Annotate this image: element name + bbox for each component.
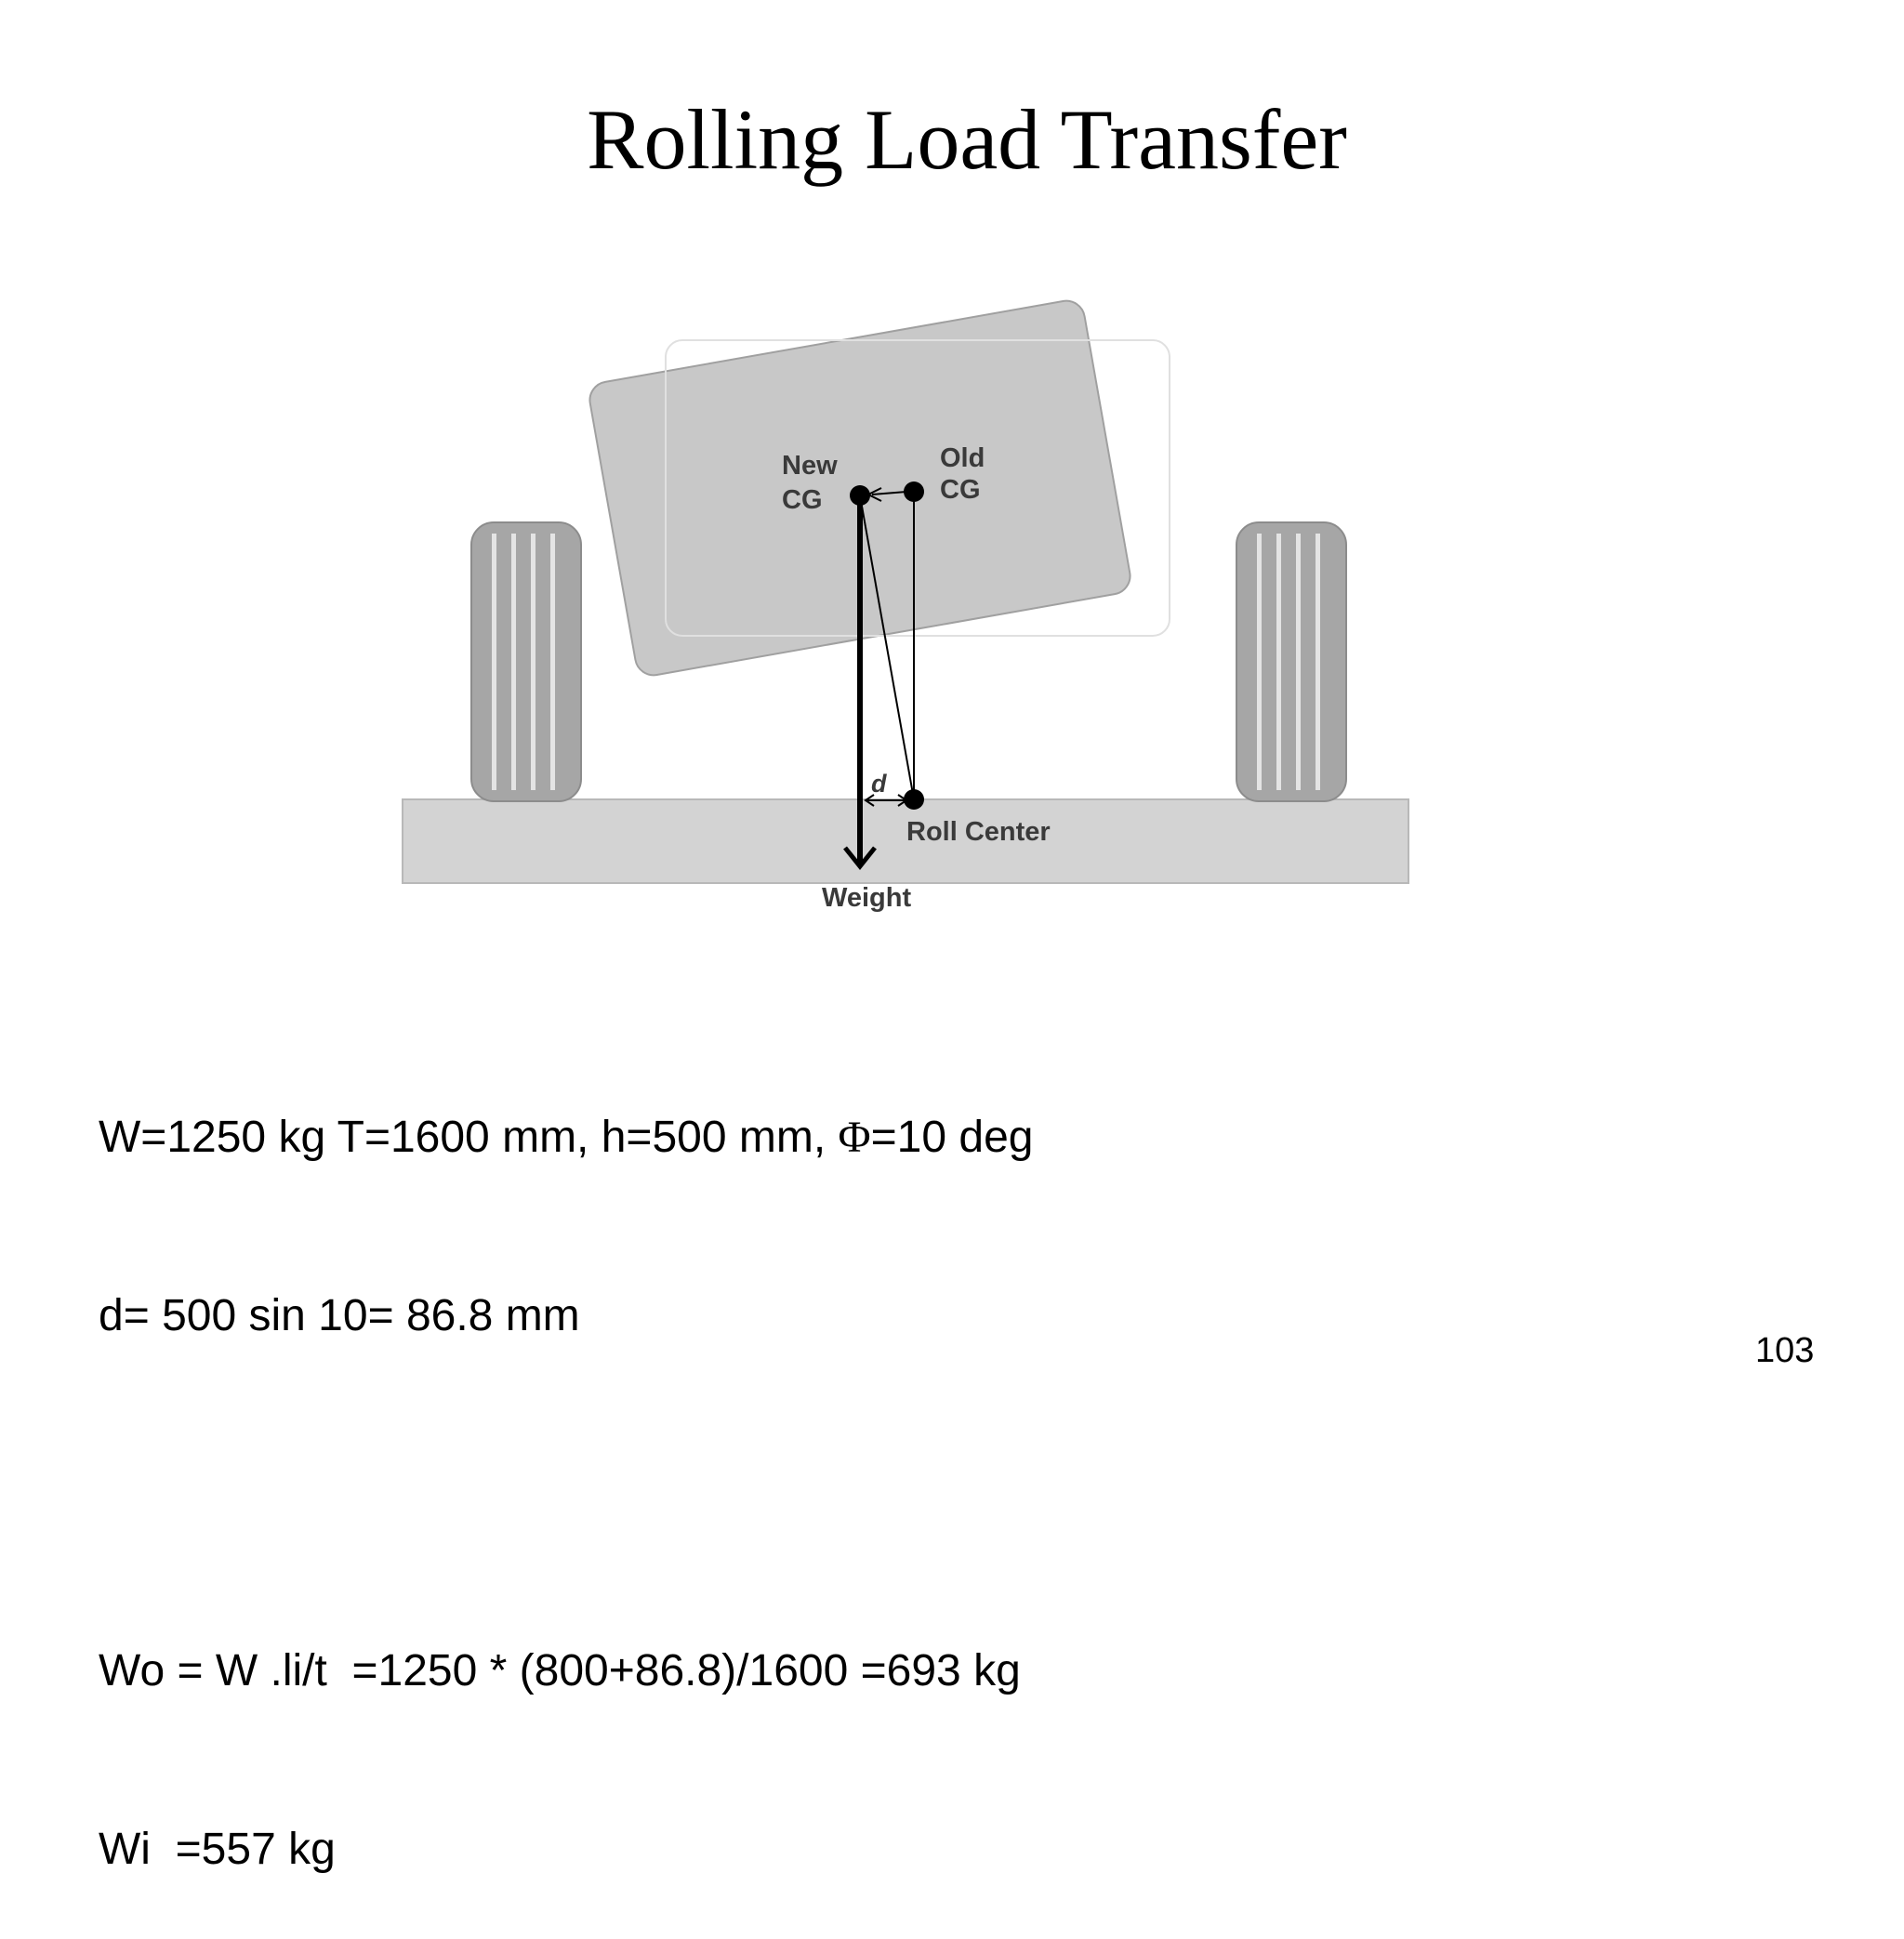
- equation-given-suffix: =10 deg: [870, 1113, 1034, 1162]
- d-arrowhead-left: [864, 794, 875, 807]
- cg-shift-arrow: [871, 491, 907, 495]
- road-surface: [402, 798, 1409, 884]
- equation-given-prefix: W=1250 kg T=1600 mm, h=500 mm,: [99, 1113, 839, 1162]
- equation-given-values: W=1250 kg T=1600 mm, h=500 mm, Φ=10 deg: [99, 1108, 1033, 1167]
- old-cg-label-line1: Old: [940, 443, 985, 473]
- slide-title: Rolling Load Transfer: [587, 92, 1347, 187]
- original-car-body-outline: [665, 339, 1170, 637]
- equation-wi: Wi =557 kg: [99, 1825, 336, 1874]
- new-cg-point: [850, 485, 870, 506]
- old-cg-label-line2: CG: [940, 475, 981, 505]
- roll-center-label: Roll Center: [906, 817, 1051, 847]
- equation-wo: Wo = W .li/t =1250 * (800+86.8)/1600 =69…: [99, 1646, 1021, 1695]
- new-cg-label-line2: CG: [782, 485, 823, 515]
- phi-symbol: Φ: [838, 1113, 871, 1162]
- right-tire: [1236, 521, 1347, 802]
- roll-diagram: New CG Old CG d Roll Center Weight: [402, 299, 1409, 913]
- equations: W=1250 kg T=1600 mm, h=500 mm, Φ=10 deg …: [99, 989, 1033, 1939]
- roll-center-point: [904, 789, 924, 810]
- new-cg-label-line1: New: [782, 451, 838, 481]
- weight-arrowhead: [843, 846, 877, 871]
- d-label: d: [871, 770, 887, 798]
- left-tire: [470, 521, 582, 802]
- weight-label: Weight: [822, 883, 911, 913]
- page-number: 103: [1755, 1331, 1815, 1370]
- roll-radius-line: [859, 495, 915, 800]
- equation-spacer: [99, 1465, 1033, 1523]
- equation-d: d= 500 sin 10= 86.8 mm: [99, 1291, 580, 1340]
- old-cg-point: [904, 481, 924, 502]
